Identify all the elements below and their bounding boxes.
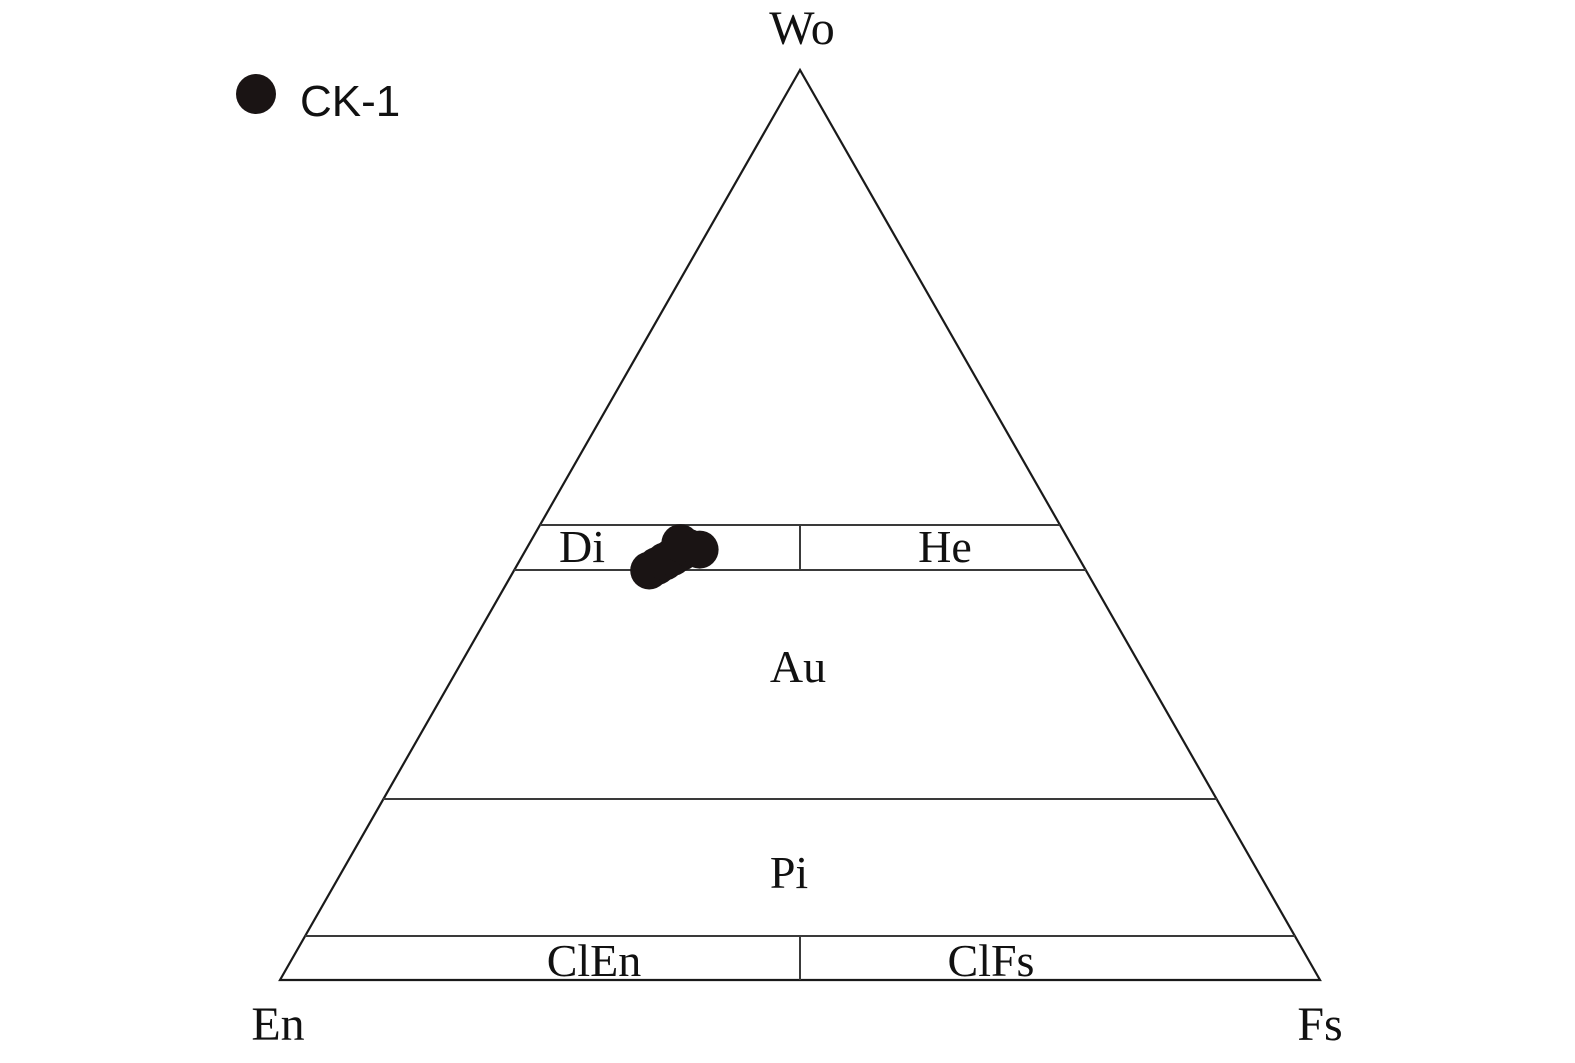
apex-label-left: En — [251, 998, 304, 1051]
field-label-he: He — [918, 521, 972, 572]
legend: CK-1 — [236, 74, 400, 126]
sample-points — [630, 524, 719, 590]
field-label-clfs: ClFs — [948, 935, 1035, 986]
field-label-pi: Pi — [770, 847, 808, 898]
data-point — [661, 524, 700, 563]
legend-label: CK-1 — [300, 77, 400, 126]
field-label-di: Di — [559, 521, 605, 572]
apex-label-right: Fs — [1297, 998, 1342, 1051]
legend-marker — [236, 74, 276, 114]
field-label-clen: ClEn — [547, 935, 642, 986]
field-label-au: Au — [770, 641, 826, 692]
apex-label-top: Wo — [769, 2, 834, 55]
